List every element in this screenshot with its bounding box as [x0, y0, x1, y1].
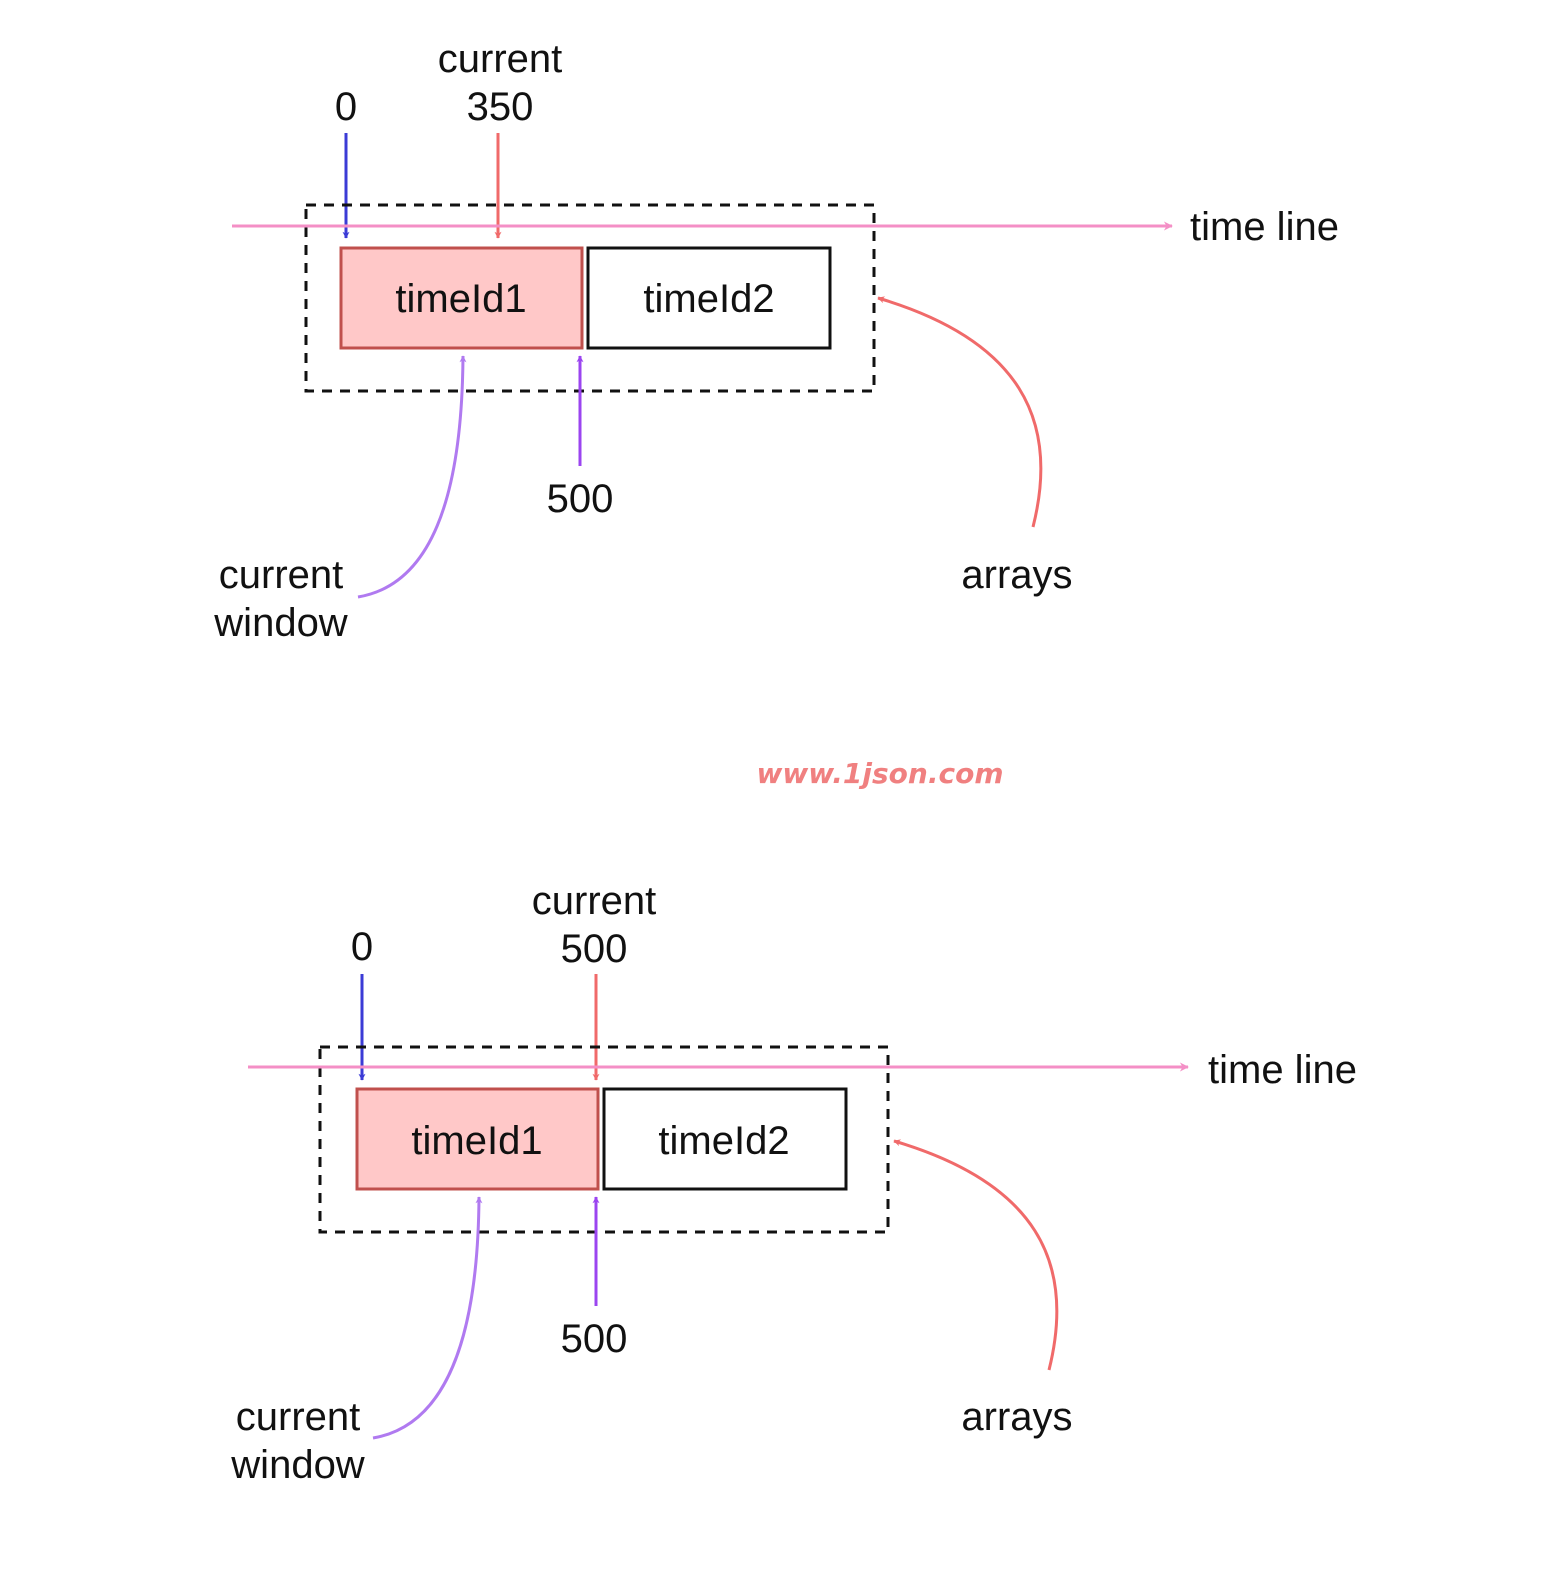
- panel-1: 0 current 350 time line timeId1 timeId2 …: [213, 37, 1339, 645]
- window-box-timeid2: [602, 1087, 848, 1191]
- timeid1-label: timeId1: [411, 1119, 542, 1163]
- timeid2-label: timeId2: [643, 277, 774, 321]
- current-window-label-line2: window: [230, 1443, 365, 1487]
- arrays-dashed-container: [318, 1045, 890, 1234]
- window-box-timeid1: [355, 1087, 600, 1191]
- panel-2: 0 current 500 time line timeId1 timeId2 …: [230, 879, 1357, 1487]
- window-box-timeid1: [339, 246, 584, 350]
- zero-label: 0: [335, 85, 357, 129]
- timeline-label: time line: [1190, 205, 1339, 249]
- current-window-arrow: [372, 1196, 483, 1440]
- arrays-label: arrays: [961, 553, 1072, 597]
- current-word-label: current: [438, 37, 563, 81]
- arrays-label: arrays: [961, 1395, 1072, 1439]
- current-window-label-line2: window: [213, 601, 348, 645]
- current-window-label-line1: current: [219, 553, 344, 597]
- boundary-label: 500: [547, 477, 614, 521]
- boundary-label: 500: [561, 1317, 628, 1361]
- current-value-label: 500: [561, 927, 628, 971]
- current-window-label-line1: current: [236, 1395, 361, 1439]
- current-word-label: current: [532, 879, 657, 923]
- current-value-label: 350: [467, 85, 534, 129]
- arrays-pointer-arrow: [877, 296, 1043, 528]
- zero-label: 0: [351, 925, 373, 969]
- arrays-pointer-arrow: [893, 1139, 1059, 1371]
- timeid2-label: timeId2: [658, 1119, 789, 1163]
- current-window-arrow: [357, 355, 467, 599]
- window-box-timeid2: [586, 246, 832, 350]
- timeid1-label: timeId1: [395, 277, 526, 321]
- timeline-label: time line: [1208, 1048, 1357, 1092]
- watermark-text: www.1json.com: [756, 757, 1003, 790]
